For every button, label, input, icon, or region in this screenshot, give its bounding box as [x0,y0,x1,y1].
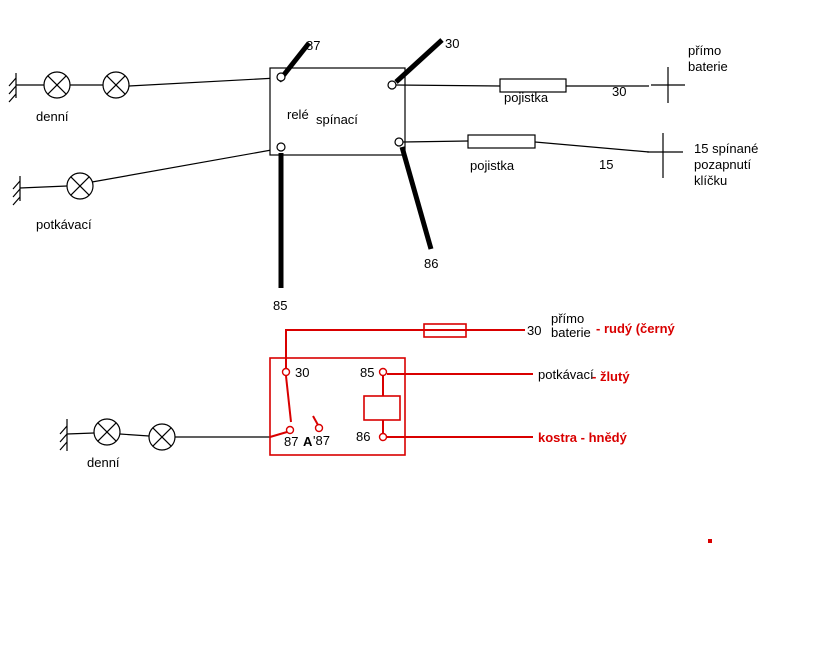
pin30-stub [394,38,444,84]
relay-box-bottom [269,357,406,456]
terminal-85-top [276,142,286,152]
fuse-red [423,323,467,338]
ground-icon-bottom [59,419,68,451]
pin85-label-bottom: 85 [360,365,374,380]
battery-terminal-icon [651,67,685,103]
wire15-label-top: 15 [599,157,613,172]
wire-fuse2-to-ignition [534,141,650,153]
ignition-label-line3: klíčku [694,173,727,188]
wire30-label-top: 30 [612,84,626,99]
pin87a-letter-label: A [303,434,313,449]
ignition-label-line1: 15 spínané [694,141,758,156]
battery-wire-color-note: - rudý (černý [596,321,676,336]
pin30-label-bottom: 30 [295,365,309,380]
red-dot [708,539,712,543]
lamp-icon-lowbeam [66,172,94,200]
pin30-label-top: 30 [445,36,459,51]
wire-ground-to-lamp4 [66,432,95,435]
ground-icon-top-2 [12,176,21,206]
terminal-87-top [276,72,286,82]
bottom-diagram: denní 30 přímo baterie - rudý (černý 30 … [59,311,712,543]
wire-30-to-fuse1 [395,84,501,87]
switch-87a-stub [312,415,319,426]
battery-label-line1: přímo [688,43,721,58]
terminal-86-bottom [378,432,388,442]
ignition-terminal-icon [647,133,683,178]
pin87a-label: '87 [313,433,330,448]
switch-contact-line [285,375,292,423]
pin85-label-top: 85 [273,298,287,313]
lamp-icon-daytime-3 [93,418,121,446]
daytime-label-top: denní [36,109,69,124]
terminal-85-bottom [378,367,388,377]
terminal-87-bottom [285,425,295,435]
ignition-label-line2: pozapnutí [694,157,751,172]
relay-box-top [269,67,406,156]
wire-lamp2-to-relay [128,77,278,87]
fuse2-label: pojistka [470,158,515,173]
pin86-label-bottom: 86 [356,429,370,444]
ground-wire-color-note: kostra - hnědý [538,430,628,445]
battery-label-bottom-line2: baterie [551,325,591,340]
top-diagram: denní potkávací relé spínací 87 30 86 [8,36,758,313]
ground-icon-top-1 [8,73,17,103]
lowbeam-wire-color-note: - žlutý [592,369,630,384]
wire-ground-to-lamp3 [19,185,68,189]
terminal-30-top [387,80,397,90]
wire-lamp4-to-lamp5 [119,433,150,437]
red-wire-87-to-lamps [269,431,288,438]
pin86-label-top: 86 [424,256,438,271]
wire-relay-to-fuse2 [402,140,469,143]
terminal-30-bottom [281,367,291,377]
lowbeam-label-bottom: potkávací [538,367,594,382]
lowbeam-label-top: potkávací [36,217,92,232]
fuse-2 [467,134,536,149]
relay-label-2: spínací [316,112,358,127]
fuse1-label: pojistka [504,90,549,105]
pin86-stub [399,146,434,250]
terminal-86-top [394,137,404,147]
terminal-87a-bottom [314,423,324,433]
lamp-icon-daytime-2 [102,71,130,99]
relay-coil [363,395,401,421]
battery-label-bottom-line1: přímo [551,311,584,326]
battery-label-line2: baterie [688,59,728,74]
wire-lamp3-to-relay [91,148,278,183]
pin87-label-top: 87 [306,38,320,53]
lamp-icon-daytime-4 [148,423,176,451]
pin87-label-bottom: 87 [284,434,298,449]
lamp-icon-daytime-1 [43,71,71,99]
daytime-label-bottom: denní [87,455,120,470]
relay-label-1: relé [287,107,309,122]
wire30-label-bottom: 30 [527,323,541,338]
